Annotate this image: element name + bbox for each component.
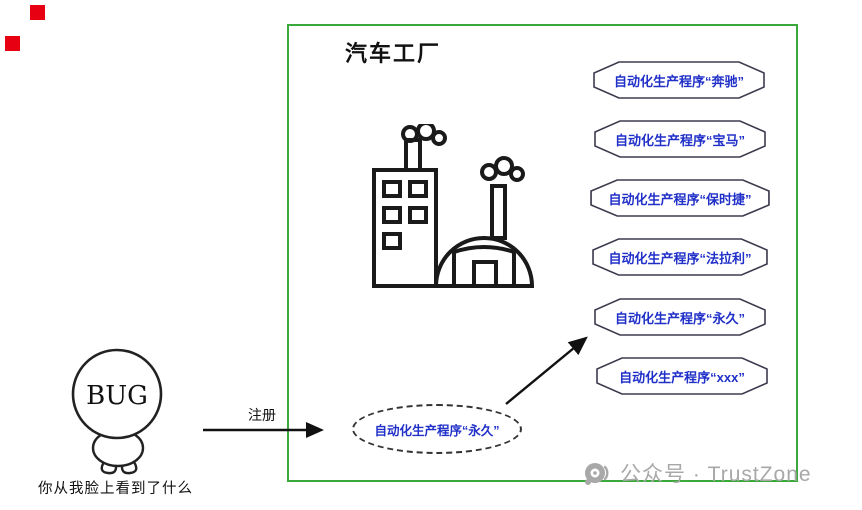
octagon-shape — [592, 238, 768, 276]
octagon-shape — [593, 61, 765, 99]
watermark: 公众号 · TrustZone — [582, 458, 812, 488]
octagon-shape — [594, 298, 766, 336]
program-label: 自动化生产程序“永久” — [614, 310, 745, 326]
register-arrow — [203, 422, 324, 438]
factory-boundary-box — [287, 24, 798, 482]
pending-program-label: 自动化生产程序“永久” — [374, 423, 500, 438]
bug-caption: 你从我脸上看到了什么 — [38, 481, 193, 497]
red-square-left — [5, 36, 20, 51]
red-square-top — [30, 5, 45, 20]
program-label: 自动化生产程序“法拉利” — [608, 250, 752, 266]
bug-head-label: BUG — [86, 381, 148, 411]
program-label: 自动化生产程序“宝马” — [614, 132, 745, 148]
program-node-bmw: 自动化生产程序“宝马” — [594, 120, 766, 158]
program-label: 自动化生产程序“保时捷” — [608, 191, 752, 207]
octagon-shape — [596, 357, 768, 395]
registration-result-arrow — [505, 336, 588, 405]
bug-character-icon: BUG — [71, 348, 163, 475]
program-node-benz: 自动化生产程序“奔驰” — [593, 61, 765, 99]
octagon-shape — [590, 179, 770, 217]
octagon-shape — [594, 120, 766, 158]
trustzone-watermark-icon — [585, 463, 609, 485]
watermark-text: 公众号 · TrustZone — [620, 463, 812, 486]
factory-title: 汽车工厂 — [345, 41, 442, 66]
program-node-xxx: 自动化生产程序“xxx” — [596, 357, 768, 395]
program-node-yongjiu: 自动化生产程序“永久” — [594, 298, 766, 336]
program-node-ferrari: 自动化生产程序“法拉利” — [592, 238, 768, 276]
register-arrow-label: 注册 — [248, 407, 276, 423]
pending-program-node: 自动化生产程序“永久” — [352, 404, 522, 454]
program-label: 自动化生产程序“xxx” — [619, 369, 745, 385]
program-label: 自动化生产程序“奔驰” — [613, 73, 744, 89]
factory-icon — [372, 124, 534, 288]
program-node-porsche: 自动化生产程序“保时捷” — [590, 179, 770, 217]
